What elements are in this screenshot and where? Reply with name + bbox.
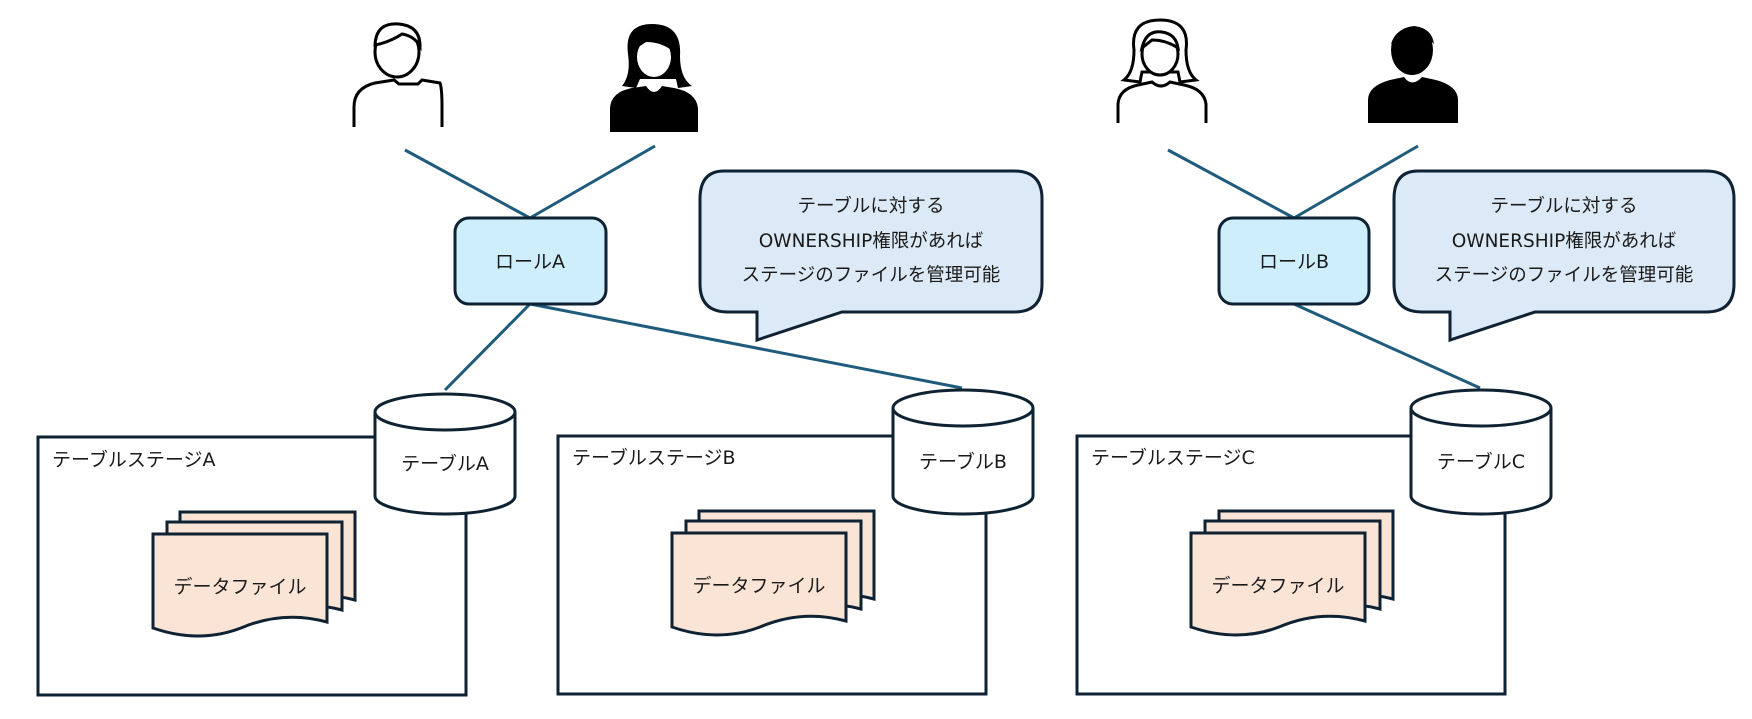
connector-roleB-tableC <box>1293 302 1481 390</box>
table-cylinder-b: テーブルB <box>891 388 1035 516</box>
stage-label-b: テーブルステージB <box>572 446 736 469</box>
callout-b: テーブルに対する OWNERSHIP権限があれば ステージのファイルを管理可能 <box>1392 169 1736 343</box>
role-box-b: ロールB <box>1217 216 1371 306</box>
data-file-sheet-1 <box>151 532 329 638</box>
connectors <box>404 144 1481 392</box>
connector-roleA-tableB <box>529 302 963 390</box>
role-label-b: ロールB <box>1259 251 1329 273</box>
table-stage-c: テーブルステージC テーブルC データファイル <box>1075 388 1553 696</box>
person-filled-male-icon <box>1368 23 1458 123</box>
person-filled-female-icon <box>610 24 698 132</box>
table-cylinder-a: テーブルA <box>373 392 517 516</box>
connector-person3-roleB <box>1167 148 1295 220</box>
callout-a-line-3: ステージのファイルを管理可能 <box>742 265 1001 286</box>
data-files-a: データファイル <box>151 510 357 638</box>
table-label-b: テーブルB <box>919 450 1007 473</box>
data-file-label-c: データファイル <box>1211 575 1344 597</box>
role-label-a: ロールA <box>495 251 565 273</box>
data-file-label-b: データファイル <box>692 575 825 597</box>
stage-label-c: テーブルステージC <box>1091 446 1255 469</box>
data-files-c: データファイル <box>1189 509 1395 637</box>
table-stage-a: テーブルステージA テーブルA データファイル <box>36 392 517 697</box>
table-stage-b: テーブルステージB テーブルB データファイル <box>556 388 1035 696</box>
connector-person4-roleB <box>1293 144 1419 220</box>
person-outline-male-icon <box>352 22 444 127</box>
connector-person2-roleA <box>529 144 656 220</box>
callout-b-line-3: ステージのファイルを管理可能 <box>1435 265 1694 286</box>
connector-person1-roleA <box>404 148 531 220</box>
callout-b-line-1: テーブルに対する <box>1491 195 1638 217</box>
table-label-c: テーブルC <box>1437 450 1525 473</box>
callout-a-line-1: テーブルに対する <box>798 195 945 217</box>
data-file-sheet-1 <box>1189 531 1367 637</box>
role-box-a: ロールA <box>453 216 608 306</box>
stage-label-a: テーブルステージA <box>52 448 215 471</box>
callout-a-line-2: OWNERSHIP権限があれば <box>759 231 984 252</box>
table-cylinder-c: テーブルC <box>1409 388 1553 516</box>
person-outline-female-icon <box>1116 18 1208 123</box>
data-file-sheet-1 <box>670 531 848 637</box>
data-file-label-a: データファイル <box>173 576 306 598</box>
callout-b-line-2: OWNERSHIP権限があれば <box>1452 231 1677 252</box>
connector-roleA-tableA <box>443 302 532 392</box>
table-label-a: テーブルA <box>401 452 489 475</box>
callout-a: テーブルに対する OWNERSHIP権限があれば ステージのファイルを管理可能 <box>698 169 1044 343</box>
data-files-b: データファイル <box>670 509 876 637</box>
